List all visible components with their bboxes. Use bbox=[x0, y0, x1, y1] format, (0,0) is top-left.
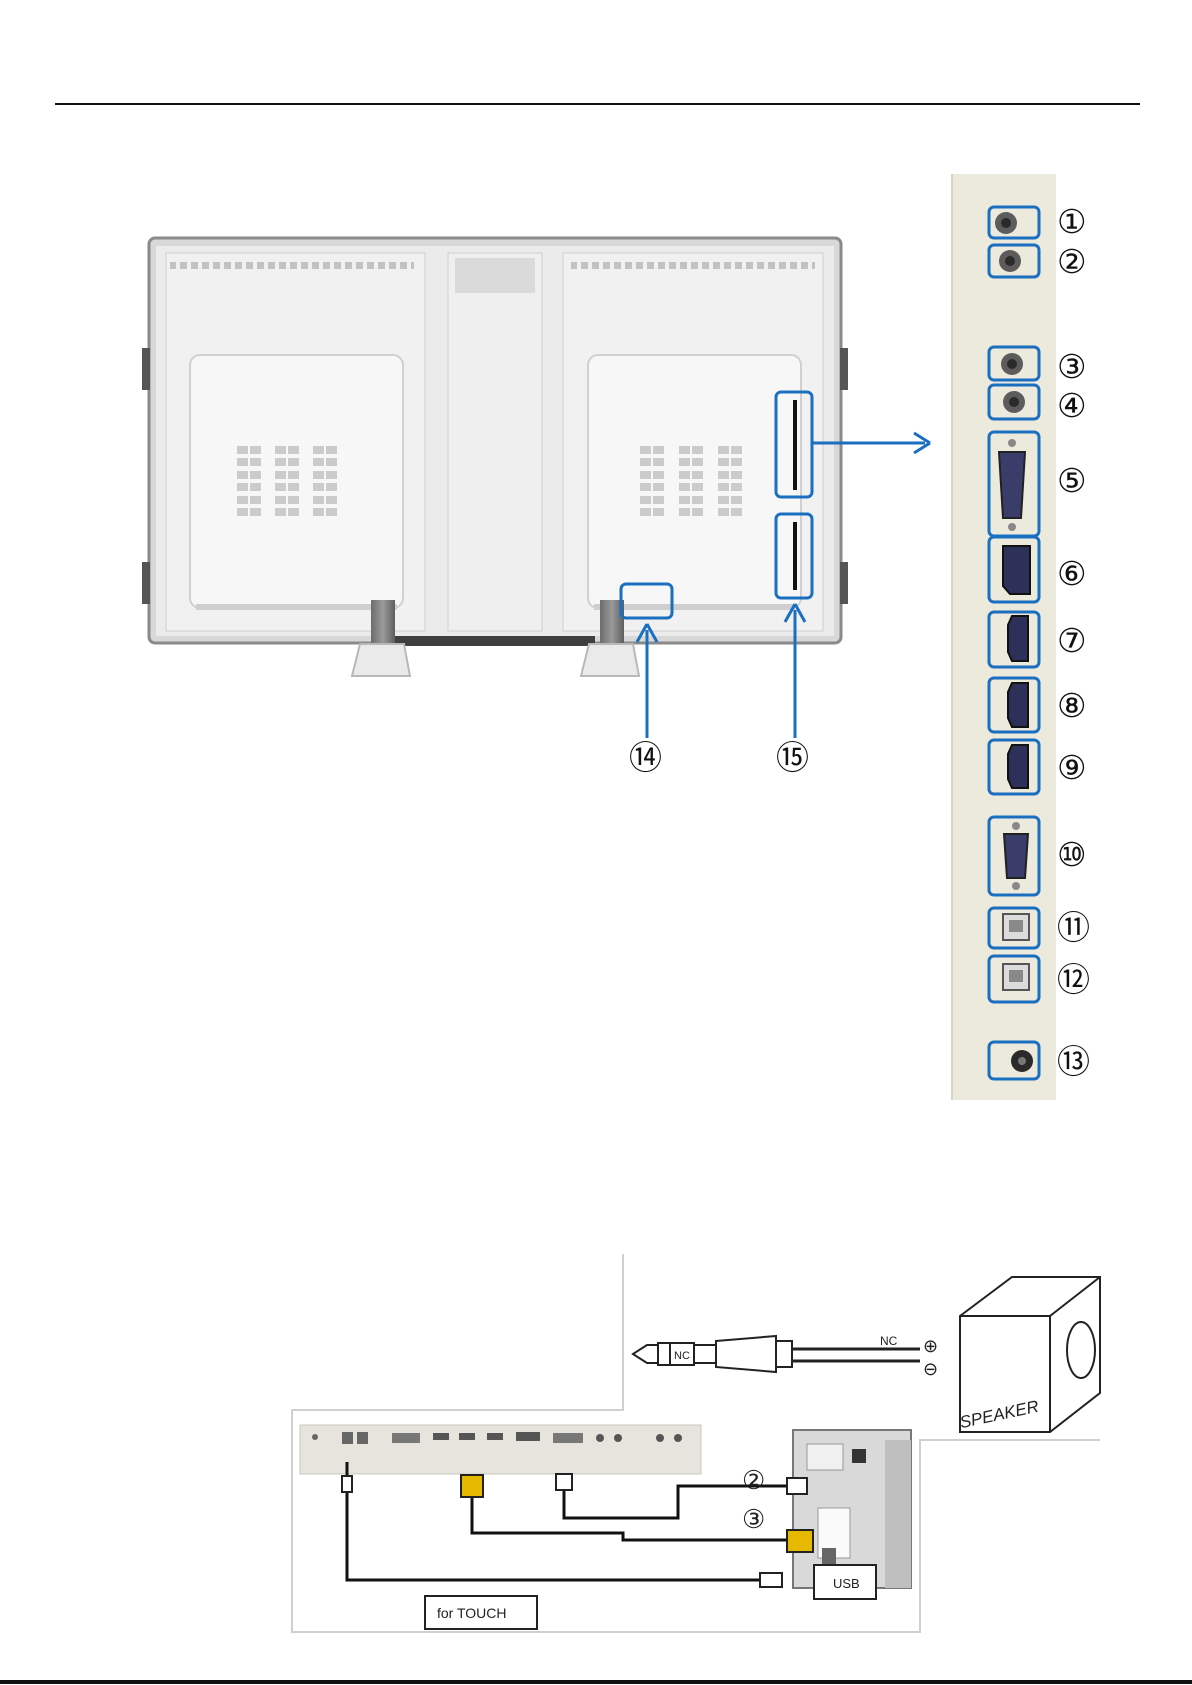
bottom-rule bbox=[0, 1680, 1192, 1684]
vga-connector bbox=[556, 1474, 807, 1494]
monitor-port-strip bbox=[300, 1425, 701, 1474]
touch-label-box: for TOUCH bbox=[425, 1596, 537, 1629]
nc-label-top: NC bbox=[880, 1334, 898, 1348]
minus-sign: ⊖ bbox=[923, 1359, 938, 1379]
speaker-cable bbox=[792, 1349, 920, 1361]
plus-sign: ⊕ bbox=[923, 1336, 938, 1356]
touch-label: for TOUCH bbox=[437, 1605, 507, 1621]
usb-label: USB bbox=[833, 1576, 860, 1591]
cable-marker-2: ② bbox=[742, 1465, 765, 1495]
nc-label-plug: NC bbox=[674, 1350, 690, 1362]
cable-marker-3: ③ bbox=[742, 1504, 765, 1534]
usb-label-box: USB bbox=[814, 1565, 876, 1599]
speaker-plug bbox=[633, 1336, 792, 1372]
